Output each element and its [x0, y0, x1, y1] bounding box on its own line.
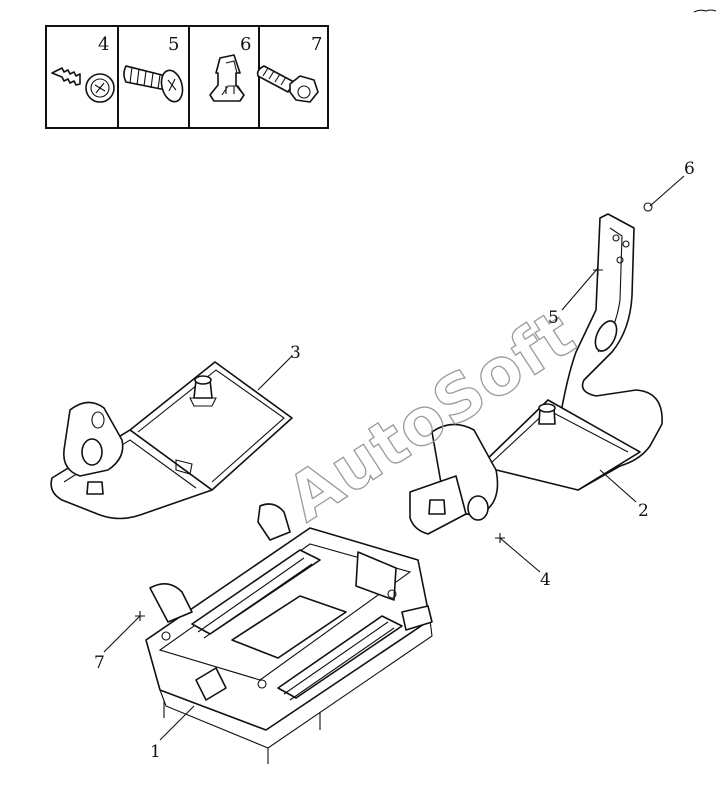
self-tapping-screw-icon	[51, 67, 115, 103]
right-mounting-bracket	[409, 213, 663, 535]
legend-number-7: 7	[311, 34, 322, 55]
legend-number-5: 5	[168, 34, 179, 55]
legend-number-6: 6	[240, 34, 251, 55]
screw-marker	[593, 265, 603, 275]
legend-cell-4: 4	[51, 34, 115, 103]
legend-cell-6: 6	[209, 34, 251, 102]
callout-4: 4	[540, 570, 551, 590]
fastener-legend: 4 5 6 7	[45, 25, 329, 129]
bolt-marker	[135, 611, 145, 621]
engine-control-module	[145, 503, 433, 764]
callout-5: 5	[548, 308, 559, 328]
flange-bolt-icon	[256, 65, 319, 103]
legend-cell-5: 5	[123, 34, 184, 103]
self-tapping-screw-marker	[495, 533, 505, 543]
clip-icon	[209, 54, 245, 102]
left-mounting-bracket	[50, 361, 293, 520]
clip-marker	[643, 202, 653, 212]
pan-head-screw-icon	[123, 65, 184, 103]
callout-6: 6	[684, 159, 695, 179]
callout-2: 2	[638, 501, 649, 521]
leader-lines	[103, 175, 685, 741]
callout-1: 1	[150, 742, 161, 762]
corner-mark	[693, 9, 717, 13]
legend-number-4: 4	[98, 34, 109, 55]
callout-3: 3	[290, 343, 301, 363]
legend-cell-7: 7	[256, 34, 322, 103]
callout-7: 7	[94, 653, 105, 673]
